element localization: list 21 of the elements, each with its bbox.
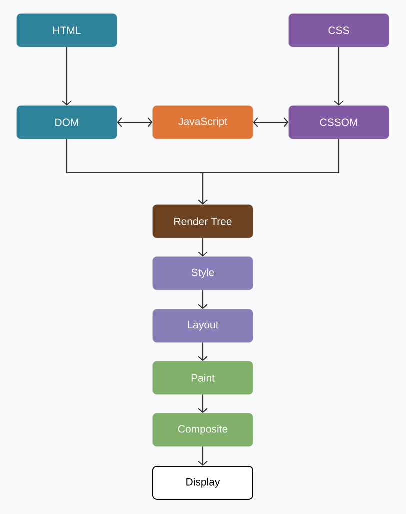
arrow [62,47,72,106]
arrow [334,47,344,106]
process-box: Paint [152,361,254,395]
process-box: Composite [152,413,254,447]
input-box: CSS [288,14,390,48]
arrow [198,342,208,362]
model-box: CSSOM [288,106,390,140]
process-box: Layout [152,309,254,343]
process-box: Render Tree [152,204,254,238]
arrow [198,446,208,466]
arrow [198,394,208,414]
arrow [253,118,289,128]
arrow [198,290,208,310]
input-box: HTML [16,14,118,48]
output-box: Display [152,466,254,500]
arrow [198,139,340,205]
model-box: DOM [16,106,118,140]
arrow [198,238,208,257]
script-box: JavaScript [152,106,254,140]
process-box: Style [152,256,254,290]
arrow [117,118,153,128]
